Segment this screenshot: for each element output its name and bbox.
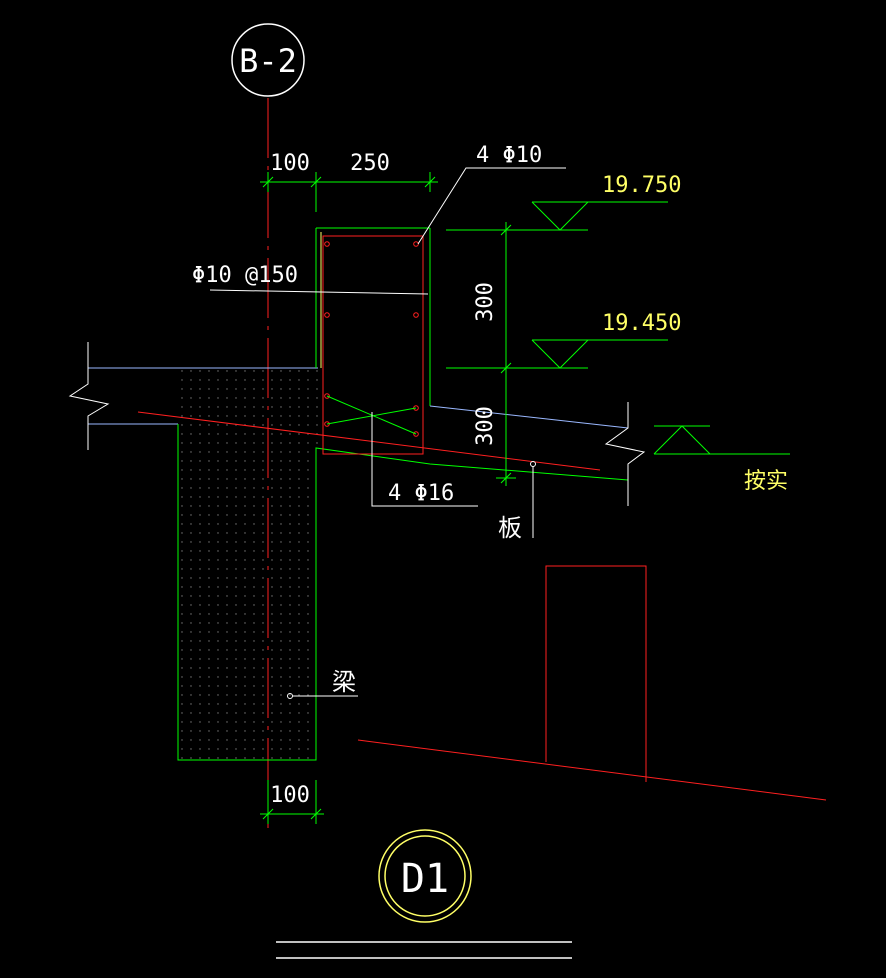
label-stirrups: Φ10 @150 [192,263,298,288]
detail-label: D1 [401,856,449,902]
callout-beam: 梁 [332,668,356,696]
dim-bottom: 100 [270,783,310,808]
dim-top-width: 250 [350,151,390,176]
leader-stirrups [209,289,429,295]
slab-callout-dot [530,461,536,467]
stirrup [322,235,424,455]
elevation-lower: 19.450 [602,311,681,336]
rebar-dots [324,241,419,437]
dim-top-left: 100 [270,151,310,176]
slab-left [88,367,318,425]
label-top-bars: 4 Φ10 [476,143,542,168]
callout-slab: 板 [498,514,522,542]
slope-line-upper [137,411,601,471]
elevation-marker-fill [653,425,790,455]
axis-bubble: B-2 [231,23,305,97]
dimension-top [260,172,438,212]
detail-underline [276,941,572,959]
dimension-bottom [260,780,324,824]
dim-height-upper: 300 [473,282,498,322]
beam-concrete-hatch [178,370,318,760]
beam-outline [177,424,629,761]
detail-bubble: D1 [378,829,472,923]
axis-label: B-2 [239,42,297,80]
dim-height-lower: 300 [473,406,498,446]
elevation-fill-note: 按实 [744,469,788,494]
leader-bottom-bars [371,412,478,507]
slope-line-lower [357,739,827,801]
break-symbol-left [68,342,110,450]
elevation-upper: 19.750 [602,173,681,198]
slab-right [429,405,629,429]
label-bottom-bars: 4 Φ16 [388,481,454,506]
break-symbol-right [604,402,646,506]
elevation-marker-lower [446,339,668,369]
red-frame [545,565,647,782]
elevation-marker-upper [446,201,668,231]
leader-top-bars [417,167,566,245]
